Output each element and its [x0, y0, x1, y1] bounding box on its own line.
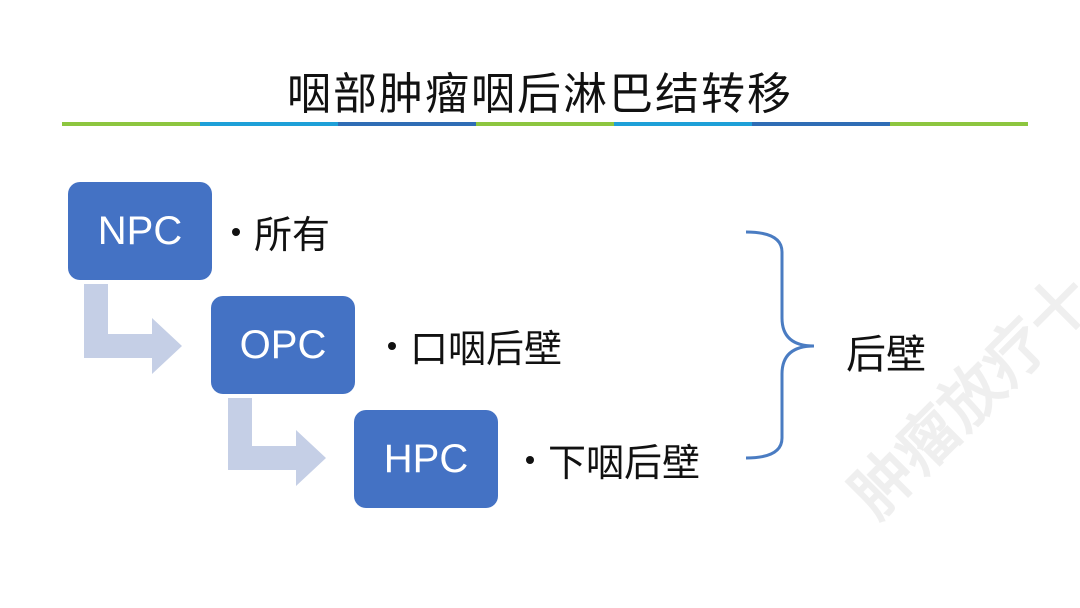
opc-box: OPC [211, 296, 355, 394]
divider-segment [752, 122, 890, 126]
divider-segment [62, 122, 200, 126]
bullet-dot [388, 341, 396, 350]
npc-bullet-text: 所有 [254, 213, 331, 257]
npc-bullet: 所有 [232, 204, 330, 259]
divider-segment [890, 122, 1028, 126]
opc-label: OPC [239, 322, 327, 367]
title-divider [62, 122, 1028, 126]
divider-segment [614, 122, 752, 126]
npc-label: NPC [97, 208, 183, 253]
brace-label: 后壁 [846, 332, 926, 378]
bent-arrow-npc-opc [84, 284, 182, 374]
opc-bullet-text: 口咽后壁 [410, 327, 563, 371]
divider-segment [200, 122, 338, 126]
divider-segment [338, 122, 476, 126]
divider-segment [476, 122, 614, 126]
bullet-dot [232, 227, 240, 236]
hpc-box: HPC [354, 410, 498, 508]
hpc-bullet-text: 下咽后壁 [548, 441, 701, 485]
slide-title: 咽部肿瘤咽后淋巴结转移 [287, 69, 793, 120]
bent-arrow-opc-hpc [228, 398, 326, 486]
opc-bullet: 口咽后壁 [388, 318, 562, 373]
bullet-dot [526, 455, 534, 464]
right-brace [745, 230, 815, 460]
hpc-label: HPC [383, 436, 469, 481]
npc-box: NPC [68, 182, 212, 280]
hpc-bullet: 下咽后壁 [526, 432, 700, 487]
